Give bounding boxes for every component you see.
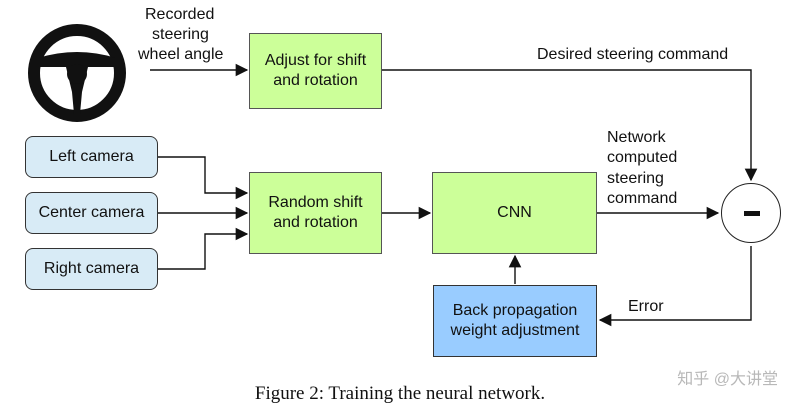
watermark: 知乎 @大讲堂 — [677, 371, 778, 388]
adjust-line2: and rotation — [273, 72, 358, 89]
arrow-left-camera — [158, 156, 249, 200]
backprop-box: Back propagation weight adjustment — [433, 285, 597, 357]
random-line1: Random shift — [268, 194, 363, 211]
steering-label-line1: Recorded — [145, 6, 215, 23]
random-shift-rotation-box: Random shift and rotation — [249, 172, 382, 254]
figure-caption: Figure 2: Training the neural network. — [254, 383, 546, 404]
right-camera-box: Right camera — [25, 248, 158, 290]
network-label-line3: steering — [607, 170, 664, 187]
right-camera-label: Right camera — [43, 260, 140, 277]
arrow-error — [598, 246, 752, 327]
random-line2: and rotation — [273, 214, 358, 231]
center-camera-box: Center camera — [25, 192, 158, 234]
cnn-label: CNN — [497, 204, 532, 221]
minus-icon — [744, 211, 760, 216]
network-label-line4: command — [607, 190, 678, 207]
steering-label-line3: wheel angle — [138, 46, 224, 63]
left-camera-box: Left camera — [25, 136, 158, 178]
steering-wheel-icon — [28, 24, 126, 122]
backprop-line2: weight adjustment — [450, 322, 580, 339]
left-camera-label: Left camera — [49, 148, 134, 165]
adjust-shift-rotation-box: Adjust for shift and rotation — [249, 33, 382, 109]
error-label: Error — [628, 298, 664, 315]
steering-label-line2: steering — [152, 26, 209, 43]
network-label-line2: computed — [607, 149, 678, 166]
arrow-desired-command — [382, 69, 758, 182]
center-camera-label: Center camera — [38, 204, 145, 221]
adjust-line1: Adjust for shift — [264, 52, 367, 69]
network-label-line1: Network — [607, 129, 666, 146]
cnn-box: CNN — [432, 172, 597, 254]
desired-steering-label: Desired steering command — [537, 46, 729, 63]
backprop-line1: Back propagation — [452, 302, 578, 319]
arrow-right-camera — [158, 227, 249, 270]
